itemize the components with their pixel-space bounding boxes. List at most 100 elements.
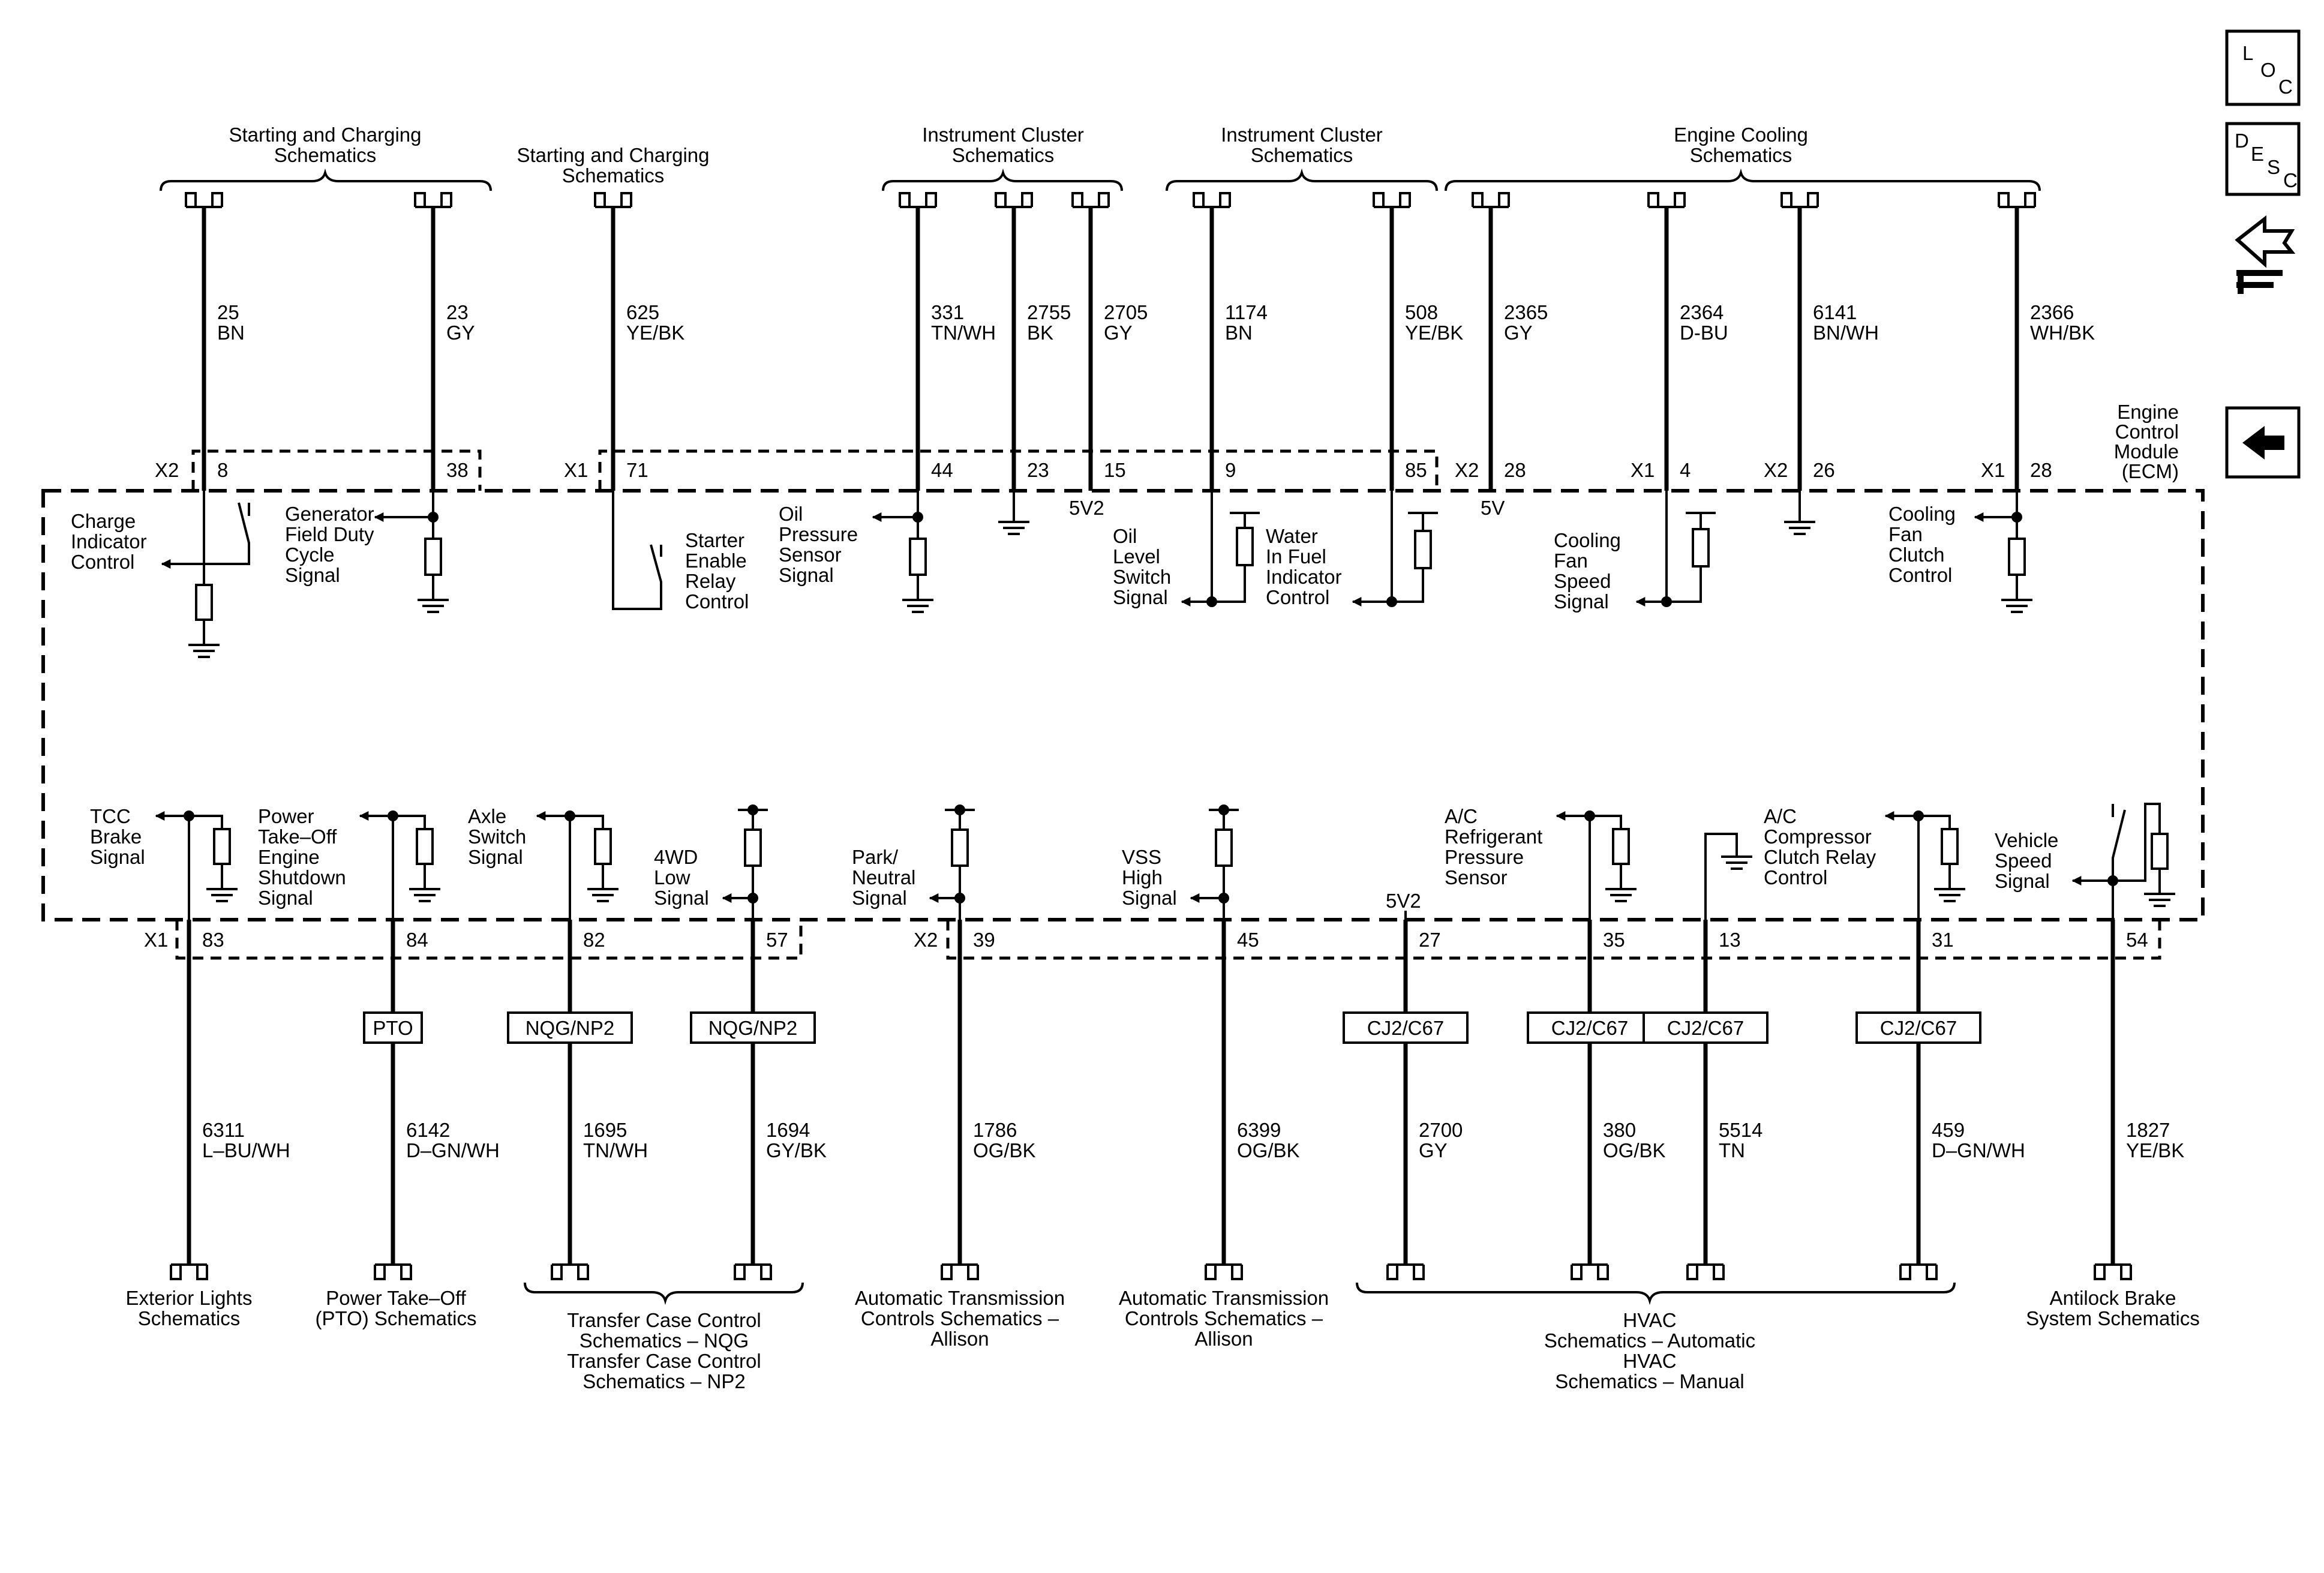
wire-color: TN/WH (931, 322, 996, 344)
loc-icon[interactable]: L O C (2225, 29, 2301, 106)
top-terminal (1780, 192, 1819, 208)
bottom-destination-ext: Exterior Lights (126, 1287, 253, 1309)
circuit-number: 5514 (1719, 1119, 1762, 1141)
wire-color: GY (1504, 322, 1533, 344)
top-destination-sc1: Starting and Charging (229, 124, 421, 146)
wire-color: OG/BK (1237, 1139, 1300, 1161)
wire-color: L–BU/WH (202, 1139, 290, 1161)
pin-number: 28 (2030, 459, 2052, 481)
signal-label: Level (1113, 545, 1160, 568)
connector-label: X1 (1631, 459, 1655, 481)
top-destination-sc1: Schematics (274, 144, 377, 166)
connector-label: X1 (144, 929, 168, 951)
signal-label: Sensor (779, 544, 842, 566)
signal-label: Oil (779, 503, 803, 525)
signal-label: Switch (1113, 566, 1171, 588)
top-destination-ic2: Schematics (1251, 144, 1353, 166)
connector-label: X1 (564, 459, 588, 481)
bottom-destination-ext: Schematics (138, 1307, 241, 1329)
signal-label: Low (654, 866, 690, 888)
signal-label: Vehicle (1995, 829, 2058, 851)
bottom-terminal (1386, 1263, 1425, 1280)
wire-color: YE/BK (2126, 1139, 2184, 1161)
signal-label: Signal (285, 564, 340, 586)
svg-text:E: E (2251, 143, 2264, 165)
top-terminal (899, 192, 937, 208)
option-code: CJ2/C67 (1667, 1017, 1744, 1039)
signal-label: A/C (1764, 805, 1797, 827)
back-arrow-icon[interactable] (2225, 406, 2301, 479)
signal-label: In Fuel (1266, 545, 1326, 568)
wire-color: GY (1104, 322, 1133, 344)
circuit-number: 6141 (1813, 301, 1857, 323)
signal-label: Compressor (1764, 825, 1872, 848)
wire-color: D–GN/WH (1932, 1139, 2025, 1161)
pin-number: 71 (626, 459, 648, 481)
signal-label: High (1122, 866, 1163, 888)
circuit-number: 2755 (1027, 301, 1071, 323)
circuit-number: 23 (446, 301, 469, 323)
pin-number: 4 (1680, 459, 1691, 481)
bottom-destination-abs: System Schematics (2026, 1307, 2200, 1329)
pin-number: 31 (1932, 929, 1954, 951)
bottom-destination-hvac: HVAC (1623, 1309, 1676, 1331)
top-destination-sc2: Schematics (562, 164, 665, 187)
signal-label: Park/ (852, 846, 899, 868)
wire-color: BN (217, 322, 245, 344)
connector-label: X2 (155, 459, 179, 481)
signal-label: Speed (1554, 570, 1611, 592)
signal-label: Signal (1995, 870, 2050, 892)
signal-label: Take–Off (258, 825, 337, 848)
signal-label: Speed (1995, 849, 2052, 872)
option-box (1855, 1011, 1981, 1044)
bottom-wire-group (170, 920, 2132, 1280)
signal-label: Pressure (1445, 846, 1524, 868)
circuit-number: 459 (1932, 1119, 1965, 1141)
pin-number: 27 (1419, 929, 1441, 951)
signal-label: 4WD (654, 846, 698, 868)
wire-color: BN/WH (1813, 322, 1879, 344)
signal-label: Clutch Relay (1764, 846, 1876, 868)
pin-number: 84 (406, 929, 428, 951)
wire-color: BN (1225, 322, 1253, 344)
ecm-module-label: (ECM) (2122, 460, 2179, 482)
signal-label: Field Duty (285, 523, 374, 545)
top-destination-ic1: Instrument Cluster (922, 124, 1084, 146)
bottom-destination-pto: Power Take–Off (326, 1287, 466, 1309)
circuit-number: 1827 (2126, 1119, 2170, 1141)
signal-label: Control (1764, 866, 1827, 888)
pin-number: 83 (202, 929, 224, 951)
signal-label: Relay (685, 570, 736, 592)
pin-number: 28 (1504, 459, 1526, 481)
option-code: PTO (373, 1017, 413, 1039)
bottom-terminal (170, 1263, 208, 1280)
signal-label: Cycle (285, 544, 335, 566)
svg-text:C: C (2278, 76, 2293, 98)
circuit-number: 1174 (1225, 301, 1268, 323)
top-destination-ic2: Instrument Cluster (1221, 124, 1383, 146)
top-terminal (594, 192, 632, 208)
circuit-number: 2364 (1680, 301, 1724, 323)
signal-label: Signal (779, 564, 834, 586)
option-box (1527, 1011, 1653, 1044)
top-terminal (1373, 192, 1411, 208)
option-box (1643, 1011, 1768, 1044)
signal-label: Fan (1554, 550, 1588, 572)
top-terminal (1998, 192, 2036, 208)
wire-color: OG/BK (1603, 1139, 1666, 1161)
option-code: CJ2/C67 (1551, 1017, 1628, 1039)
pin-number: 82 (583, 929, 605, 951)
bottom-terminal (374, 1263, 412, 1280)
circuit-number: 331 (931, 301, 964, 323)
signal-label: Control (71, 551, 134, 573)
bottom-terminal (1899, 1263, 1938, 1280)
desc-icon[interactable]: D E S C (2225, 122, 2301, 196)
pin-number: 9 (1225, 459, 1236, 481)
signal-label: Engine (258, 846, 320, 868)
signal-label: Fan (1888, 523, 1923, 545)
wire-color: WH/BK (2030, 322, 2095, 344)
signal-label: Signal (1554, 590, 1609, 613)
signal-label: Cooling (1554, 529, 1621, 551)
connector-flip-icon[interactable] (2235, 215, 2296, 294)
bottom-destination-atc2: Automatic Transmission (1119, 1287, 1329, 1309)
